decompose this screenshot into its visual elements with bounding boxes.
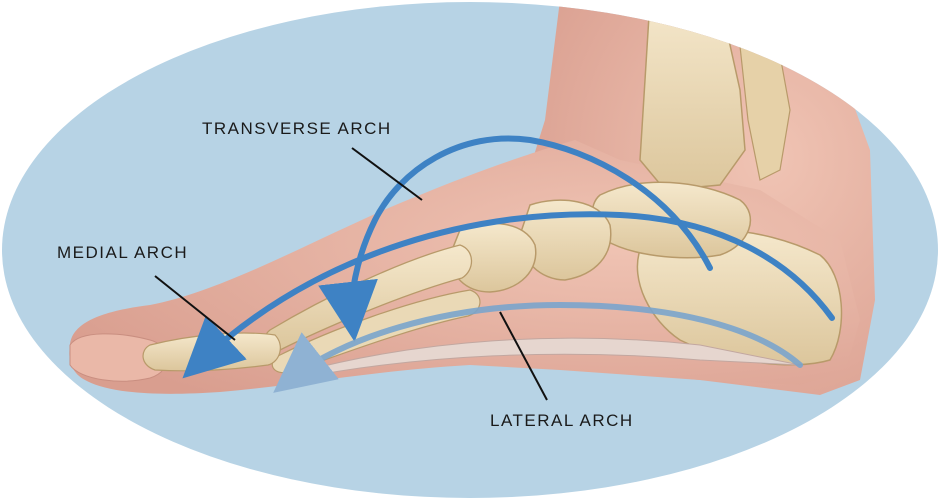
- tibia-bone: [639, 2, 746, 191]
- lateral-arch-arrow: [273, 301, 803, 393]
- transverse-arch-label: TRANSVERSE ARCH: [202, 119, 392, 138]
- lateral-arch-label: LATERAL ARCH: [490, 411, 634, 430]
- medial-arch-label: MEDIAL ARCH: [57, 243, 189, 262]
- medial-leader-line: [154, 275, 236, 341]
- plantar-fascia: [299, 337, 801, 379]
- transverse-leader-line: [351, 147, 423, 201]
- medial-arch-arrow: [182, 211, 835, 379]
- lateral-leader-line: [499, 311, 548, 401]
